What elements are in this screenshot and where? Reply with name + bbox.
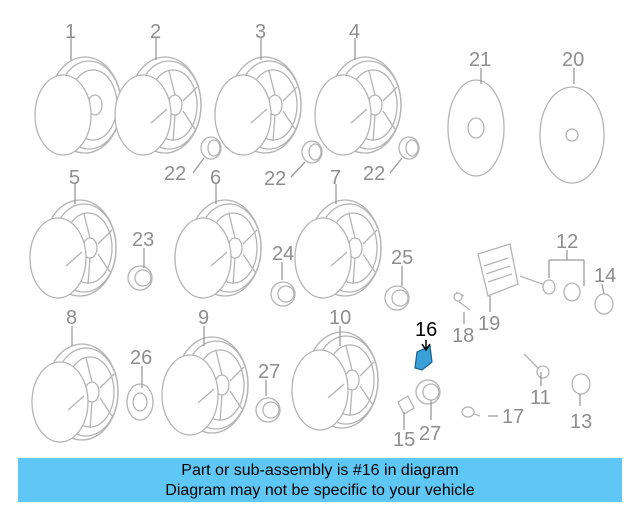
label-24: 24 bbox=[272, 243, 294, 265]
bolt-11 bbox=[523, 353, 550, 379]
wheel-3 bbox=[214, 56, 302, 156]
label-14: 14 bbox=[594, 265, 616, 287]
tire-label-19 bbox=[477, 243, 519, 297]
banner-line-1: Part or sub-assembly is #16 in diagram bbox=[181, 462, 459, 479]
label-10: 10 bbox=[329, 307, 351, 329]
label-11: 11 bbox=[530, 387, 551, 409]
label-8: 8 bbox=[66, 307, 77, 329]
label-19: 19 bbox=[478, 313, 500, 335]
label-16: 16 bbox=[415, 319, 437, 341]
label-22c: 22 bbox=[363, 163, 385, 185]
label-6: 6 bbox=[210, 167, 221, 189]
center-cap-23 bbox=[127, 265, 153, 291]
center-cap-25 bbox=[384, 285, 410, 311]
wheel-cover-26 bbox=[126, 383, 154, 421]
label-2: 2 bbox=[150, 21, 161, 43]
highlighted-part-16 bbox=[414, 340, 433, 371]
label-27b: 27 bbox=[419, 423, 441, 445]
bolt-12 bbox=[519, 275, 581, 302]
wheel-10 bbox=[291, 331, 379, 431]
label-1: 1 bbox=[65, 21, 76, 43]
center-cap-22b bbox=[301, 140, 323, 164]
center-cap-22a bbox=[200, 136, 222, 160]
center-cap-24 bbox=[270, 281, 296, 307]
label-18: 18 bbox=[452, 325, 474, 347]
wheel-1 bbox=[34, 56, 122, 156]
label-25: 25 bbox=[391, 247, 413, 269]
parts-diagram: 1 2 3 4 21 20 22 22 22 5 6 7 23 24 25 12… bbox=[29, 21, 616, 451]
label-12: 12 bbox=[556, 231, 578, 253]
wheel-5 bbox=[29, 199, 117, 299]
wheel-4 bbox=[314, 56, 402, 156]
label-22b: 22 bbox=[264, 168, 286, 190]
leader-lines bbox=[70, 38, 605, 430]
wheel-cover-21 bbox=[447, 79, 505, 177]
label-21: 21 bbox=[469, 49, 491, 71]
label-5: 5 bbox=[69, 167, 80, 189]
wheel-cover-20 bbox=[539, 86, 605, 184]
label-9: 9 bbox=[198, 307, 209, 329]
wheel-8 bbox=[31, 343, 119, 443]
wheel-9 bbox=[161, 336, 249, 436]
lock-14 bbox=[594, 293, 614, 315]
label-13: 13 bbox=[570, 411, 592, 433]
valve-17 bbox=[461, 406, 481, 418]
wheel-7 bbox=[294, 199, 382, 299]
banner-line-2: Diagram may not be specific to your vehi… bbox=[165, 482, 475, 499]
label-26: 26 bbox=[130, 347, 152, 369]
center-cap-22c bbox=[398, 136, 420, 160]
center-cap-27b bbox=[415, 379, 441, 405]
label-20: 20 bbox=[562, 49, 584, 71]
info-banner: Part or sub-assembly is #16 in diagram D… bbox=[18, 458, 622, 502]
sensor-15 bbox=[397, 395, 415, 415]
label-4: 4 bbox=[349, 21, 360, 43]
wheel-6 bbox=[174, 199, 262, 299]
label-15: 15 bbox=[393, 429, 415, 451]
label-22a: 22 bbox=[164, 163, 186, 185]
label-27a: 27 bbox=[258, 361, 280, 383]
label-3: 3 bbox=[255, 21, 266, 43]
cap-13 bbox=[571, 373, 591, 395]
center-cap-27a bbox=[255, 397, 281, 423]
valve-18 bbox=[453, 291, 471, 311]
wheel-2 bbox=[114, 56, 202, 156]
label-17: 17 bbox=[502, 406, 524, 428]
label-23: 23 bbox=[132, 229, 154, 251]
label-7: 7 bbox=[330, 167, 341, 189]
